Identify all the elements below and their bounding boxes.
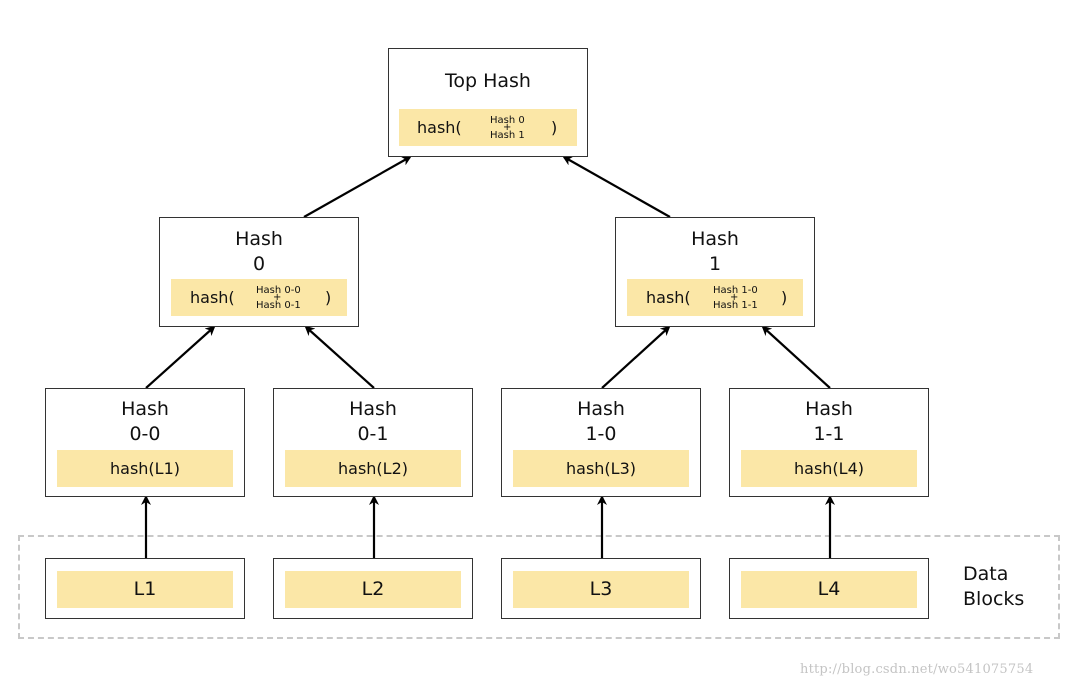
top-hash-node: Top Hash hash( Hash 0 + Hash 1 ) (388, 48, 588, 157)
close-paren: ) (325, 288, 332, 307)
data-block-l3: L3 (501, 558, 701, 619)
hash-1-0-formula: hash(L3) (513, 450, 689, 487)
operand-b: Hash 1-1 (713, 300, 758, 311)
operand-b: Hash 0-1 (256, 300, 301, 311)
hash-1-1-title-line2: 1-1 (813, 423, 845, 445)
operand-a: Hash 0 (490, 115, 525, 126)
data-block-l2: L2 (273, 558, 473, 619)
watermark: http://blog.csdn.net/wo541075754 (800, 662, 1034, 677)
edge-hash01-to-hash0 (304, 325, 375, 389)
data-block-fill: L3 (513, 571, 689, 608)
hash-1-1-title-line1: Hash (805, 398, 853, 420)
plus-sign: + (503, 122, 512, 133)
hash-0-0-formula: hash(L1) (57, 450, 233, 487)
data-block-label: L3 (589, 578, 613, 600)
hash-fn-label: hash( (190, 288, 235, 307)
data-block-l1: L1 (45, 558, 245, 619)
data-block-label: L4 (817, 578, 841, 600)
hash-0-0-title-line2: 0-0 (129, 423, 161, 445)
hash-0-title-line1: Hash (235, 228, 283, 250)
hash-fn-label: hash( (417, 118, 462, 137)
data-block-l4: L4 (729, 558, 929, 619)
hash-fn-label: hash(L2) (338, 459, 408, 478)
hash-1-0-title-line1: Hash (577, 398, 625, 420)
data-blocks-region (18, 535, 1060, 639)
hash-fn-label: hash( (646, 288, 691, 307)
hash-0-1-title-line2: 0-1 (357, 423, 389, 445)
hash-1-node: Hash 1 hash( Hash 1-0 + Hash 1-1 ) (615, 217, 815, 327)
edge-hash11-to-hash1 (761, 325, 831, 389)
hash-0-1-title-line1: Hash (349, 398, 397, 420)
edge-hash0-to-top (303, 156, 412, 218)
hash-0-1-formula: hash(L2) (285, 450, 461, 487)
data-block-label: L1 (133, 578, 157, 600)
hash-0-0-title-line1: Hash (121, 398, 169, 420)
hash-1-0-node: Hash 1-0 hash(L3) (501, 388, 701, 497)
hash-0-node: Hash 0 hash( Hash 0-0 + Hash 0-1 ) (159, 217, 359, 327)
hash-1-formula: hash( Hash 1-0 + Hash 1-1 ) (627, 279, 803, 316)
data-blocks-label-line2: Blocks (963, 588, 1025, 610)
edge-hash1-to-top (562, 156, 671, 218)
top-hash-title: Top Hash (445, 70, 531, 92)
data-block-label: L2 (361, 578, 385, 600)
data-block-fill: L4 (741, 571, 917, 608)
data-blocks-label: Data Blocks (963, 562, 1024, 612)
edge-hash10-to-hash1 (601, 325, 671, 389)
hash-0-title-line2: 0 (252, 253, 266, 275)
operand-a: Hash 1-0 (713, 285, 758, 296)
hash-1-1-node: Hash 1-1 hash(L4) (729, 388, 929, 497)
hash-1-0-title-line2: 1-0 (585, 423, 617, 445)
plus-sign: + (730, 292, 739, 303)
hash-fn-label: hash(L4) (794, 459, 864, 478)
hash-1-title-line1: Hash (691, 228, 739, 250)
data-block-fill: L1 (57, 571, 233, 608)
data-blocks-label-line1: Data (963, 563, 1009, 585)
hash-1-title-line2: 1 (708, 253, 722, 275)
top-hash-formula: hash( Hash 0 + Hash 1 ) (399, 109, 577, 146)
hash-fn-label: hash(L3) (566, 459, 636, 478)
hash-1-1-formula: hash(L4) (741, 450, 917, 487)
close-paren: ) (551, 118, 558, 137)
plus-sign: + (273, 292, 282, 303)
edge-hash00-to-hash0 (145, 325, 216, 389)
hash-0-1-node: Hash 0-1 hash(L2) (273, 388, 473, 497)
hash-0-0-node: Hash 0-0 hash(L1) (45, 388, 245, 497)
hash-0-formula: hash( Hash 0-0 + Hash 0-1 ) (171, 279, 347, 316)
operand-a: Hash 0-0 (256, 285, 301, 296)
data-block-fill: L2 (285, 571, 461, 608)
hash-fn-label: hash(L1) (110, 459, 180, 478)
close-paren: ) (781, 288, 788, 307)
operand-b: Hash 1 (490, 130, 525, 141)
